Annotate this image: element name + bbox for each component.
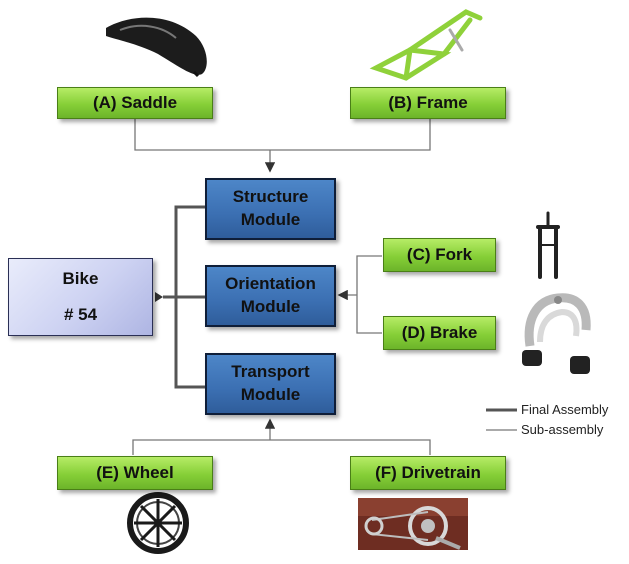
frame-label: (B) Frame [388, 92, 468, 112]
fork-part-box: (C) Fork [383, 238, 496, 272]
transport-module-line2: Module [240, 385, 301, 404]
saddle-label: (A) Saddle [92, 92, 178, 112]
drivetrain-icon [358, 498, 468, 550]
bike-product-box: Bike # 54 [8, 258, 153, 336]
fork-icon [536, 211, 560, 279]
line-fork-brake [356, 255, 382, 334]
orientation-module-line1: Orientation [225, 274, 316, 294]
fork-label: (C) Fork [406, 244, 473, 264]
arrow-to-bike [155, 292, 163, 302]
legend-final-assembly: Final Assembly [521, 402, 609, 417]
drivetrain-part-box: (F) Drivetrain [350, 456, 506, 490]
transport-module-line1: Transport [231, 362, 310, 382]
line-saddle-frame [134, 118, 431, 151]
line-wheel-drivetrain [132, 439, 431, 455]
orientation-module-box: Orientation Module [205, 265, 336, 327]
transport-module-box: Transport Module [205, 353, 336, 415]
brake-icon [522, 293, 591, 374]
saddle-icon [106, 17, 207, 78]
final-assembly-lines [163, 205, 205, 389]
brake-part-box: (D) Brake [383, 316, 496, 350]
sub-assembly-lines [132, 118, 431, 455]
legend-sub-assembly: Sub-assembly [521, 422, 604, 437]
wheel-label: (E) Wheel [96, 462, 174, 482]
structure-module-line1: Structure [232, 187, 309, 207]
wheel-part-box: (E) Wheel [57, 456, 213, 490]
drivetrain-label: (F) Drivetrain [375, 462, 481, 482]
frame-part-box: (B) Frame [350, 87, 506, 119]
saddle-part-box: (A) Saddle [57, 87, 213, 119]
brake-label: (D) Brake [401, 322, 478, 342]
frame-icon [369, 9, 483, 81]
orientation-module-line2: Module [240, 297, 301, 316]
structure-module-box: Structure Module [205, 178, 336, 240]
structure-module-line2: Module [240, 210, 301, 229]
bike-number: # 54 [63, 305, 98, 324]
bike-title: Bike [62, 269, 99, 289]
wheel-icon [127, 492, 189, 554]
